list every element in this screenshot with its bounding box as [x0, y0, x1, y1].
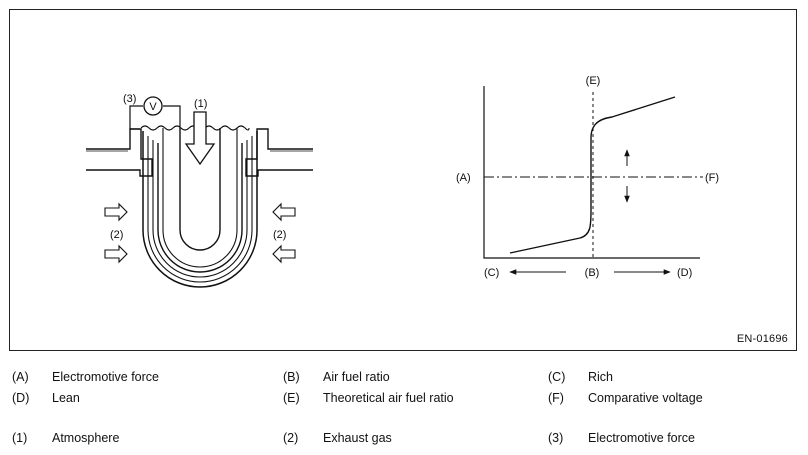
legend-key: (E)	[283, 391, 300, 405]
legend-key: (C)	[548, 370, 566, 384]
label-b: (B)	[585, 267, 600, 279]
legend-text: Theoretical air fuel ratio	[323, 391, 454, 405]
voltmeter-wiring	[129, 105, 181, 130]
legend-key: (1)	[12, 431, 28, 445]
label-a: (A)	[456, 172, 471, 184]
voltmeter-symbol	[143, 96, 163, 116]
output-characteristic-graph	[483, 86, 703, 275]
legend-text: Electromotive force	[52, 370, 159, 384]
output-curve	[509, 96, 676, 254]
voltmeter-v-label: V	[149, 101, 157, 113]
legend-key: (B)	[283, 370, 300, 384]
label-f: (F)	[705, 172, 719, 184]
label-exhaust-gas-2-right: (2)	[273, 229, 286, 241]
label-electromotive-force-3: (3)	[123, 93, 136, 105]
label-c: (C)	[484, 267, 499, 279]
legend-text: Air fuel ratio	[323, 370, 390, 384]
exhaust-gas-arrows	[104, 202, 296, 264]
legend-key: (F)	[548, 391, 564, 405]
figure-frame: EN-01696	[9, 9, 797, 351]
legend-key: (2)	[283, 431, 299, 445]
oxygen-sensor-cross-section	[86, 96, 313, 288]
legend-text: Rich	[588, 370, 614, 384]
legend-text: Lean	[52, 391, 80, 405]
legend-key: (A)	[12, 370, 29, 384]
legend-text: Exhaust gas	[323, 431, 392, 445]
legend-key: (D)	[12, 391, 30, 405]
figure-diagram: (3) V (1) (2) (2) (A) (F) (E) (C) (B) (D…	[86, 75, 719, 288]
label-e: (E)	[586, 75, 601, 87]
label-d: (D)	[677, 267, 692, 279]
legend-key: (3)	[548, 431, 564, 445]
label-atmosphere-1: (1)	[194, 98, 207, 110]
sensor-element	[142, 128, 258, 288]
legend-text: Comparative voltage	[588, 391, 703, 405]
graph-axes	[483, 86, 700, 259]
legend-text: Electromotive force	[588, 431, 695, 445]
legend-text: Atmosphere	[52, 431, 120, 445]
label-exhaust-gas-2-left: (2)	[110, 229, 123, 241]
figure-id: EN-01696	[736, 333, 788, 345]
atmosphere-arrow	[184, 111, 216, 166]
